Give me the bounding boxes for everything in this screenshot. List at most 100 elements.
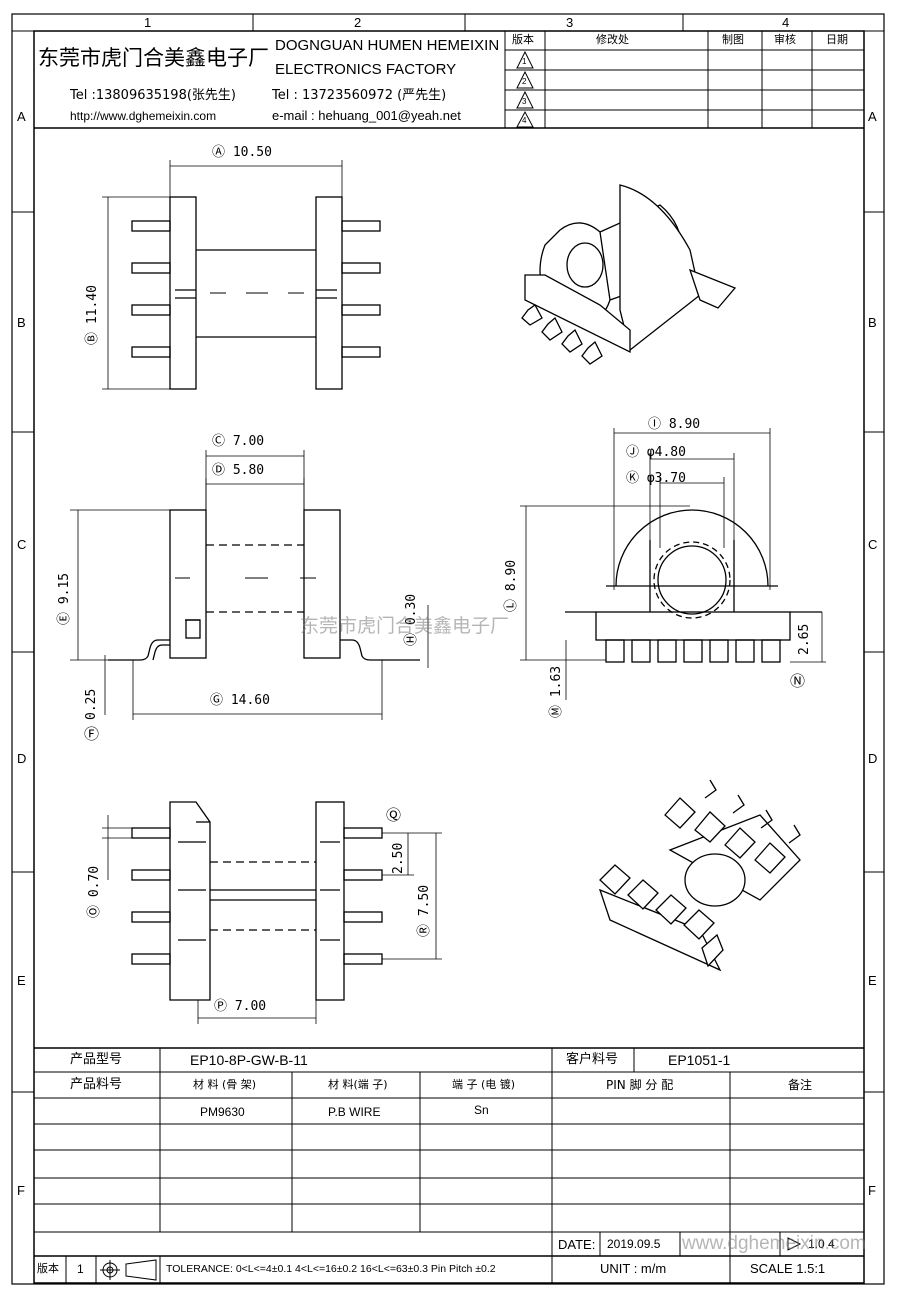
customer-no-value: EP1051-1 [668, 1052, 731, 1068]
rev-header-change: 修改处 [596, 33, 629, 46]
dim-q-circle: Ⓠ [386, 806, 402, 824]
contact-tel-1: Tel :13809635198(张先生) [70, 88, 236, 103]
version-label: 版本 [37, 1262, 59, 1275]
company-name-en-1: DOGNGUAN HUMEN HEMEIXIN [275, 37, 500, 54]
dim-a-value: 10.50 [232, 145, 272, 160]
watermark-text: 东莞市虎门合美鑫电子厂 [300, 615, 510, 637]
dim-m-value: 1.63 [549, 665, 564, 698]
dim-j: Ⓙ φ4.80 [626, 445, 686, 460]
dim-e-value: 9.15 [57, 572, 72, 605]
dim-f-circle: Ⓕ [84, 725, 100, 743]
dim-m: Ⓜ 1.63 [549, 665, 564, 718]
row-label-b: B [17, 315, 26, 330]
rev-row-3: 3 [522, 97, 527, 106]
col-label-4: 4 [782, 15, 790, 30]
dim-l-value: 8.90 [504, 559, 519, 592]
rev-row-2: 2 [522, 77, 527, 86]
row-label-e-right: E [868, 973, 877, 988]
row-label-a: A [17, 109, 26, 124]
dim-k-value: φ3.70 [646, 471, 686, 486]
row-label-e: E [17, 973, 26, 988]
material-bobbin-label: 材 料 (骨 架) [193, 1078, 257, 1091]
rev-row-1: 1 [522, 57, 527, 66]
arrow-icon [787, 1237, 802, 1251]
dim-l: Ⓛ 8.90 [504, 559, 519, 612]
dim-c-value: 7.00 [232, 434, 265, 449]
dim-k: Ⓚ φ3.70 [626, 471, 686, 486]
dim-r-value: 7.50 [417, 884, 432, 917]
material-bobbin-value: PM9630 [200, 1105, 245, 1119]
rev-row-4: 4 [522, 116, 527, 125]
row-label-b-right: B [868, 315, 877, 330]
dim-g-value: 14.60 [230, 693, 270, 708]
dim-c: Ⓒ 7.00 [212, 434, 265, 449]
front-view [102, 160, 381, 390]
col-label-3: 3 [566, 15, 574, 30]
dim-e: Ⓔ 9.15 [57, 572, 72, 625]
dim-n-circle: Ⓝ [790, 672, 806, 690]
pin-assign-label: PIN 脚 分 配 [606, 1078, 674, 1092]
scale-text: SCALE 1.5:1 [750, 1261, 826, 1276]
version-value: 1 [77, 1262, 84, 1276]
dim-o-value: 0.70 [87, 865, 102, 898]
dim-i: Ⓘ 8.90 [648, 417, 701, 432]
col-label-1: 1 [144, 15, 152, 30]
dim-p: Ⓟ 7.00 [214, 999, 267, 1014]
dim-p-value: 7.00 [234, 999, 267, 1014]
material-pin-value: P.B WIRE [328, 1105, 381, 1119]
dim-j-value: φ4.80 [646, 445, 686, 460]
iso-view-top [521, 184, 737, 365]
tolerance-text: TOLERANCE: 0<L<=4±0.1 4<L<=16±0.2 16<L<=… [166, 1263, 496, 1275]
material-pin-label: 材 料(端 子) [328, 1078, 388, 1091]
row-label-d: D [17, 751, 27, 766]
rev-header-version: 版本 [512, 33, 534, 46]
company-website-link[interactable]: http://www.dghemeixin.com [70, 109, 217, 123]
revision-triangles [516, 50, 534, 128]
remark-label: 备注 [788, 1078, 813, 1092]
dim-i-value: 8.90 [668, 417, 701, 432]
dim-b-value: 11.40 [85, 285, 100, 325]
contact-tel-2: Tel : 13723560972 (严先生) [272, 88, 447, 103]
unit-text: UNIT : m/m [600, 1261, 667, 1276]
dim-r: Ⓡ 7.50 [417, 884, 432, 937]
company-name-en-2: ELECTRONICS FACTORY [275, 61, 457, 78]
product-no-label: 产品料号 [70, 1077, 123, 1092]
watermark-url: www.dghemeixin.com [682, 1233, 866, 1254]
side-view [70, 450, 429, 720]
product-model-value: EP10-8P-GW-B-11 [190, 1052, 308, 1068]
dim-o: Ⓞ 0.70 [87, 865, 102, 918]
company-email: e-mail : hehuang_001@yeah.net [272, 108, 461, 123]
dim-n-value: 2.65 [797, 623, 812, 655]
rev-header-date: 日期 [826, 33, 848, 46]
row-label-d-right: D [868, 751, 878, 766]
projection-symbol [100, 1259, 157, 1281]
dim-f-value: 0.25 [84, 688, 99, 720]
plating-label: 端 子 (电 镀) [452, 1078, 516, 1091]
dim-d: Ⓓ 5.80 [212, 463, 265, 478]
page-value: 1.0 4 [808, 1237, 835, 1251]
col-label-2: 2 [354, 15, 362, 30]
dim-g: Ⓖ 14.60 [210, 693, 270, 708]
row-label-a-right: A [868, 109, 877, 124]
row-label-f-right: F [868, 1183, 876, 1198]
rev-header-check: 审核 [774, 33, 796, 46]
row-label-c-right: C [868, 537, 878, 552]
customer-no-label: 客户料号 [566, 1052, 619, 1067]
end-view [520, 428, 826, 700]
plating-value: Sn [474, 1103, 489, 1117]
dim-q-value: 2.50 [391, 842, 406, 874]
date-value: 2019.09.5 [607, 1237, 661, 1251]
row-label-f: F [17, 1183, 25, 1198]
row-label-c: C [17, 537, 27, 552]
title-block-grid [34, 1047, 864, 1283]
iso-view-bottom [598, 779, 801, 972]
rev-header-drawn: 制图 [722, 33, 744, 46]
dim-b: Ⓑ 11.40 [85, 285, 100, 345]
product-model-label: 产品型号 [70, 1052, 123, 1067]
company-name-cn: 东莞市虎门合美鑫电子厂 [38, 46, 269, 70]
dim-d-value: 5.80 [232, 463, 265, 478]
dim-a: Ⓐ 10.50 [212, 145, 272, 160]
bottom-view [102, 801, 442, 1024]
date-label: DATE: [558, 1237, 596, 1252]
